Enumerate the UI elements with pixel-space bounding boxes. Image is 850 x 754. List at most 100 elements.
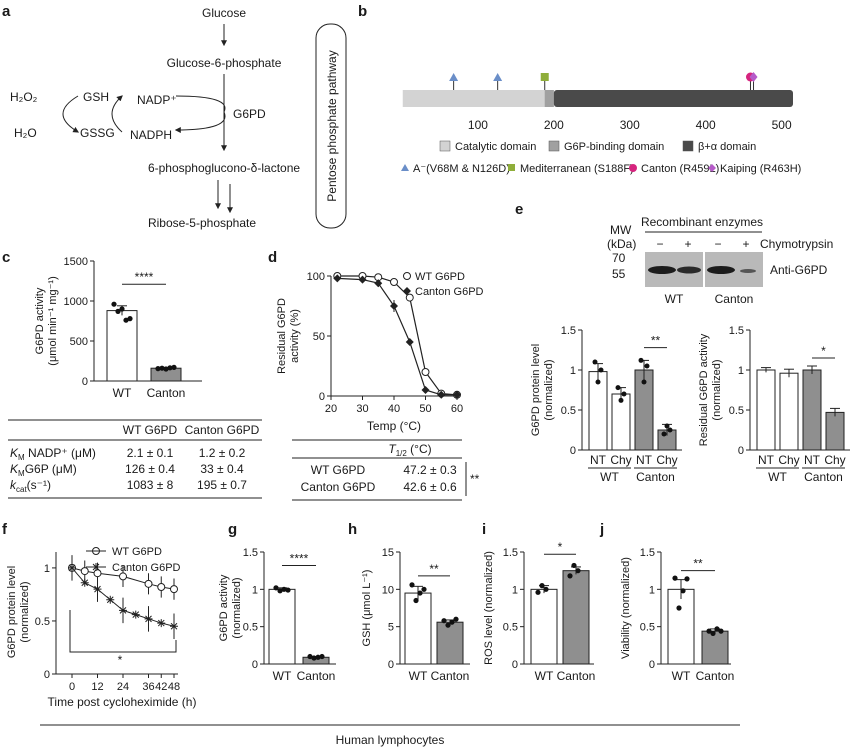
y-axis-label: G6PD activity xyxy=(34,287,46,354)
x-tick-label: 12 xyxy=(91,681,103,693)
data-point xyxy=(621,391,627,397)
x-axis-label: Temp (°C) xyxy=(367,419,421,433)
significance-stars: * xyxy=(558,540,563,554)
canton-marker xyxy=(119,606,127,615)
x-tick-label: Chy xyxy=(824,453,845,467)
y-tick-label: 1 xyxy=(649,584,655,596)
x-tick-label: 24 xyxy=(117,681,129,693)
significance-stars: * xyxy=(821,344,826,358)
mw-55: 55 xyxy=(612,267,626,281)
band-wt-nt xyxy=(648,266,676,274)
x-tick-label: 60 xyxy=(451,403,463,415)
canton-marker xyxy=(437,390,446,399)
legend-label: β+α domain xyxy=(698,141,756,153)
data-point xyxy=(127,316,133,322)
group-label-wt: WT xyxy=(768,470,787,484)
legend-swatch xyxy=(548,140,560,152)
y-axis-label: GSH (μmol L⁻¹) xyxy=(361,570,373,647)
y-tick-label: 1500 xyxy=(64,256,88,268)
y-tick-label: 1000 xyxy=(64,296,88,308)
g6p-label: Glucose-6-phosphate xyxy=(167,56,282,70)
legend-kaiping-marker xyxy=(708,164,716,172)
y-tick-label: 1 xyxy=(44,563,50,575)
legend-label: G6P-binding domain xyxy=(564,141,664,153)
y-tick-label: 0 xyxy=(512,659,518,671)
canton-marker xyxy=(144,614,153,623)
nadph-label: NADPH xyxy=(130,128,172,142)
wt-marker xyxy=(144,579,153,588)
table-value-canton: 195 ± 0.7 xyxy=(197,478,247,492)
recombinant-title: Recombinant enzymes xyxy=(641,215,763,229)
canton-marker xyxy=(106,595,115,604)
significance-stars: ** xyxy=(693,557,703,571)
x-tick-label: 30 xyxy=(356,403,368,415)
y-tick-label: 1.5 xyxy=(729,325,744,337)
significance-stars: ** xyxy=(429,562,439,576)
x-tick-label: 20 xyxy=(325,403,337,415)
thalf-row-value: 47.2 ± 0.3 xyxy=(403,463,457,477)
table-row-label: KM NADP⁺ (μM) xyxy=(10,446,96,462)
y-axis-label-units: (μmol min⁻¹ mg⁻¹) xyxy=(47,276,59,365)
x-tick-label: 40 xyxy=(388,403,400,415)
x-tick-label: WT xyxy=(273,669,292,683)
y-tick-label: 0.5 xyxy=(640,622,655,634)
legend-a-minus-marker xyxy=(401,164,409,171)
legend-wt-marker xyxy=(403,272,411,280)
data-point xyxy=(706,628,712,634)
x-tick-label: 42 xyxy=(155,681,167,693)
x-tick-label: 200 xyxy=(544,118,564,132)
bar xyxy=(268,588,296,665)
data-point xyxy=(285,587,291,593)
recycle-arc-right xyxy=(111,95,123,133)
bar xyxy=(825,411,845,451)
data-point xyxy=(441,618,447,624)
data-point xyxy=(171,364,177,370)
canton-marker xyxy=(421,386,430,394)
y-tick-label: 0.5 xyxy=(561,405,576,417)
g6p-binding-domain-bar xyxy=(544,90,554,107)
data-point xyxy=(115,308,121,314)
x-tick-label: WT xyxy=(113,386,132,400)
glucose-label: Glucose xyxy=(202,6,246,20)
y-tick-label: 5 xyxy=(388,622,394,634)
x-tick-label: NT xyxy=(804,453,821,467)
wt-marker xyxy=(170,585,178,594)
y-tick-label: 1.5 xyxy=(561,325,576,337)
bar xyxy=(701,630,729,665)
data-point xyxy=(661,431,667,437)
variant-a-minus-marker xyxy=(493,73,503,81)
y-axis-label: ROS level (normalized) xyxy=(483,551,495,665)
table-col-wt: WT G6PD xyxy=(123,423,178,437)
y-tick-label: 1 xyxy=(570,365,576,377)
group-label-canton: Canton xyxy=(804,470,843,484)
data-point xyxy=(598,367,604,373)
panel-e-letter: e xyxy=(515,201,523,218)
data-point xyxy=(680,588,686,594)
data-point xyxy=(543,586,549,592)
legend-canton-label: Canton G6PD xyxy=(112,562,181,574)
y-axis-label-units: (normalized) xyxy=(231,577,243,638)
data-point xyxy=(615,385,621,391)
data-point xyxy=(123,317,129,323)
data-point xyxy=(676,605,682,611)
recycle-arc-left xyxy=(62,95,80,133)
wt-marker xyxy=(119,572,127,581)
panel-i-letter: i xyxy=(482,521,486,538)
lactone-label: 6-phosphoglucono-δ-lactone xyxy=(148,161,300,175)
x-axis-label: Time post cycloheximide (h) xyxy=(48,695,197,709)
data-point xyxy=(644,363,650,369)
h2o-label: H₂O xyxy=(14,126,37,140)
variant-a-minus-marker xyxy=(449,73,459,81)
y-tick-label: 15 xyxy=(382,547,394,559)
footer-label: Human lymphocytes xyxy=(336,733,445,747)
band-wt-chy xyxy=(677,266,701,274)
x-tick-label: 0 xyxy=(69,681,75,693)
canton-marker xyxy=(453,390,461,399)
bar xyxy=(756,369,776,451)
data-point xyxy=(445,622,451,628)
data-point xyxy=(119,306,125,312)
data-point xyxy=(710,630,716,636)
